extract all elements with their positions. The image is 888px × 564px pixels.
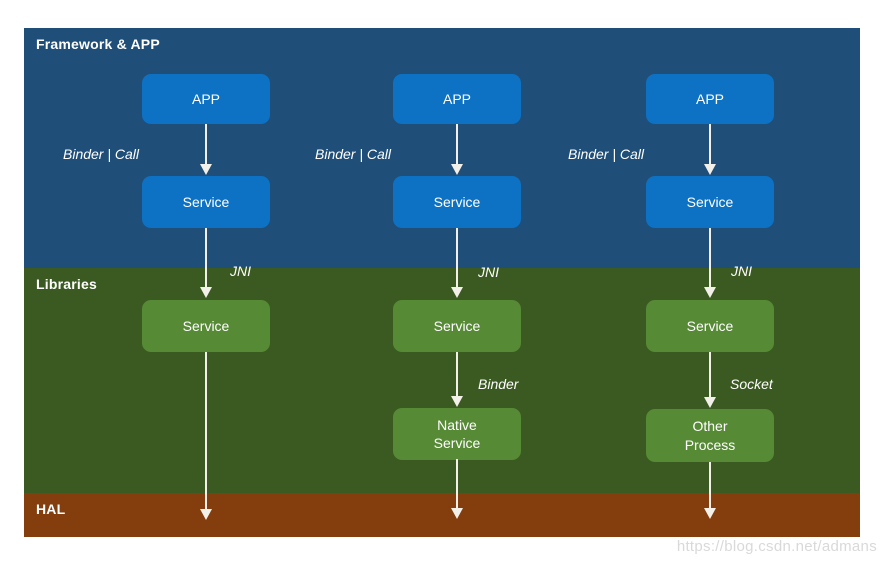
band-hal: HAL [24,493,860,537]
arrow-app-to-service-col1 [200,124,212,175]
node-app-col1: APP [142,74,270,124]
node-native-service-col2: Native Service [393,408,521,460]
node-other-process-col3: Other Process [646,409,774,462]
node-service-library-col2: Service [393,300,521,352]
watermark-url: https://blog.csdn.net/admans [676,538,877,555]
edge-label-binder-call-col2: Binder | Call [315,146,392,162]
node-app-col3: APP [646,74,774,124]
arrow-service-to-library-col3 [704,228,716,298]
band-hal-label: HAL [36,501,66,517]
edge-label-binder-call-col3: Binder | Call [568,146,645,162]
arrow-service-to-library-col2 [451,228,463,298]
edge-label-jni-col2: JNI [478,264,499,280]
edge-label-jni-col3: JNI [731,263,752,279]
band-framework-and-app: Framework & APP [24,28,860,268]
arrow-app-to-service-col2 [451,124,463,175]
edge-label-binder-col2: Binder [478,376,519,392]
arrow-service-to-library-col1 [200,228,212,298]
band-libraries-label: Libraries [36,276,97,292]
arrow-library-to-other-col3 [704,352,716,408]
edge-label-jni-col1: JNI [230,263,251,279]
node-service-library-col3: Service [646,300,774,352]
arrow-library-to-native-col2 [451,352,463,407]
edge-label-binder-call-col1: Binder | Call [63,146,140,162]
arrow-other-to-hal-col3 [704,462,716,519]
node-service-framework-col1: Service [142,176,270,228]
node-service-framework-col3: Service [646,176,774,228]
edge-label-socket-col3: Socket [730,376,773,392]
arrow-app-to-service-col3 [704,124,716,175]
node-service-framework-col2: Service [393,176,521,228]
node-app-col2: APP [393,74,521,124]
arrow-library-to-hal-col1 [200,352,212,520]
arrow-native-to-hal-col2 [451,459,463,519]
node-service-library-col1: Service [142,300,270,352]
band-framework-label: Framework & APP [36,36,160,52]
